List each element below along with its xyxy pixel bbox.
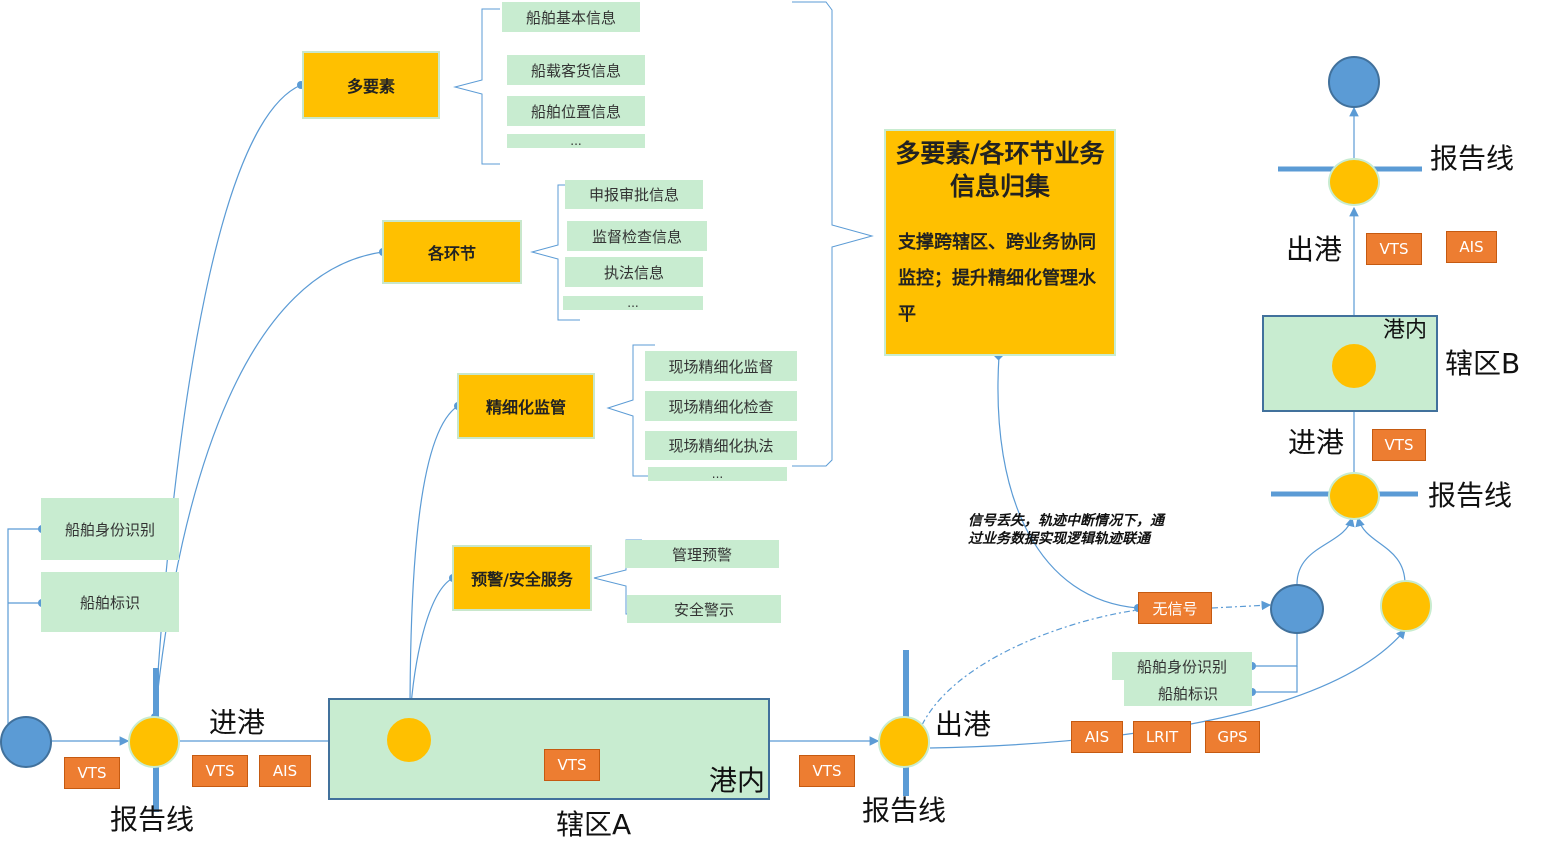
exit-node-a: [878, 716, 930, 768]
multi-item: 船舶基本信息: [502, 2, 640, 32]
zone-a-label: 辖区A: [556, 808, 632, 841]
fine-item: 现场精细化监督: [645, 351, 797, 381]
summary-box: 多要素/各环节业务信息归集 支撑跨辖区、跨业务协同监控；提升精细化管理水平: [884, 129, 1116, 356]
identity-item: 船舶身份识别: [1112, 652, 1252, 680]
vts-tag: VTS: [64, 757, 120, 789]
signal-lost-node: [1270, 584, 1324, 634]
category-fine: 精细化监管: [457, 373, 595, 439]
enter-port-label-b: 进港: [1288, 426, 1345, 459]
end-node: [1328, 56, 1380, 108]
satellite-node: [1380, 580, 1432, 632]
vts-tag: VTS: [544, 749, 600, 781]
category-warn: 预警/安全服务: [452, 545, 592, 611]
category-links: 各环节: [382, 220, 522, 284]
multi-item: 船舶位置信息: [507, 96, 645, 126]
in-port-label-b: 港内: [1383, 318, 1428, 343]
vts-tag: VTS: [192, 755, 248, 787]
multi-item: 船载客货信息: [507, 55, 645, 85]
category-multi: 多要素: [302, 51, 440, 119]
links-item: 执法信息: [565, 257, 703, 287]
multi-item: ...: [507, 134, 645, 148]
summary-title: 多要素/各环节业务信息归集: [895, 139, 1105, 201]
zone-b-label: 辖区B: [1445, 347, 1521, 380]
links-item: 申报审批信息: [565, 180, 703, 209]
links-item: 监督检查信息: [567, 221, 707, 251]
fine-item: ...: [648, 467, 787, 481]
vts-tag: VTS: [1366, 233, 1422, 265]
fine-item: 现场精细化执法: [645, 431, 797, 460]
lrit-tag: LRIT: [1133, 721, 1191, 753]
exit-port-label-b: 出港: [1286, 233, 1343, 266]
identity-item: 船舶身份识别: [41, 498, 179, 560]
gps-tag: GPS: [1205, 721, 1260, 753]
in-port-label-a: 港内: [709, 764, 766, 797]
no-signal-tag: 无信号: [1138, 592, 1212, 624]
ais-tag: AIS: [1446, 231, 1497, 263]
summary-body: 支撑跨辖区、跨业务协同监控；提升精细化管理水平: [898, 232, 1096, 325]
report-line-label-b-upper: 报告线: [1430, 142, 1515, 175]
report-node-b-upper: [1328, 158, 1380, 206]
in-port-node-b: [1330, 342, 1378, 390]
start-node: [0, 716, 52, 768]
ais-tag: AIS: [259, 755, 311, 787]
vts-tag: VTS: [799, 755, 855, 787]
vts-tag: VTS: [1372, 429, 1426, 461]
exit-port-label-a: 出港: [935, 708, 992, 741]
identity-item: 船舶标识: [1124, 680, 1252, 706]
enter-port-label-a: 进港: [209, 706, 266, 739]
fine-item: 现场精细化检查: [645, 391, 797, 421]
ais-tag: AIS: [1071, 721, 1123, 753]
report-line-label-a: 报告线: [110, 803, 195, 836]
report-node-b-lower: [1328, 472, 1380, 520]
report-node-a: [128, 716, 180, 768]
report-line-label-exit: 报告线: [862, 794, 947, 827]
warn-item: 管理预警: [625, 540, 779, 568]
identity-item: 船舶标识: [41, 572, 179, 632]
report-line-label-b-lower: 报告线: [1428, 479, 1513, 512]
in-port-node-a: [385, 716, 433, 764]
warn-item: 安全警示: [627, 595, 781, 623]
links-item: ...: [563, 296, 703, 310]
signal-lost-note: 信号丢失，轨迹中断情况下，通过业务数据实现逻辑轨迹联通: [968, 513, 1164, 547]
